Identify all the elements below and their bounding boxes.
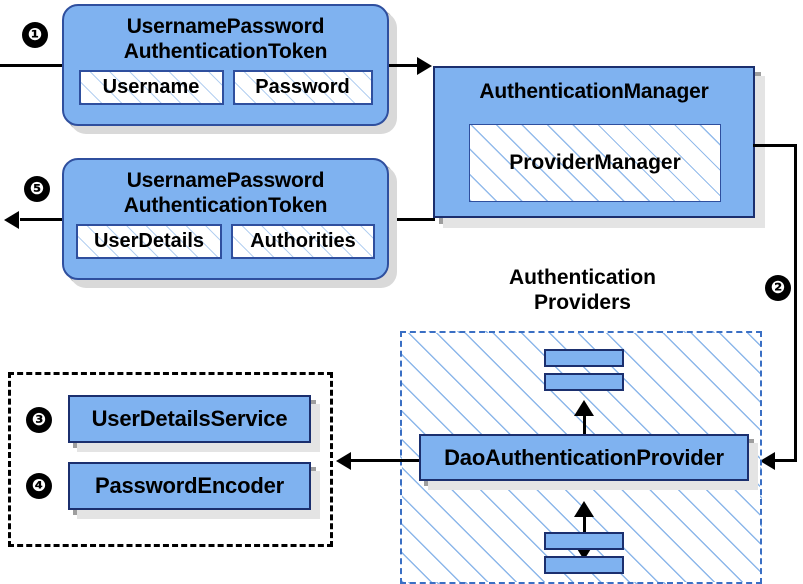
response-out-arrowhead	[4, 211, 19, 229]
field-userdetails: UserDetails	[76, 224, 222, 259]
field-password: Password	[232, 70, 373, 105]
authentication-manager-card: AuthenticationManager ProviderManager	[433, 66, 755, 218]
providers-caption-line1: Authentication	[509, 266, 656, 289]
request-token-title-line2: AuthenticationToken	[123, 40, 328, 63]
request-token-fields: Username Password	[64, 64, 387, 115]
bottom-link-arrowhead-up	[574, 501, 594, 517]
badge-4: ❹	[26, 473, 52, 499]
request-token-title: UsernamePassword AuthenticationToken	[64, 6, 387, 64]
field-username: Username	[78, 70, 224, 105]
user-details-service-card: UserDetailsService	[68, 395, 311, 443]
authentication-manager-title: AuthenticationManager	[479, 80, 709, 103]
badge-5: ❺	[24, 176, 50, 202]
providers-caption-line2: Providers	[534, 291, 631, 314]
username-password-authentication-token-request: UsernamePassword AuthenticationToken Use…	[62, 4, 389, 126]
response-token-title: UsernamePassword AuthenticationToken	[64, 160, 387, 218]
authentication-providers-caption: Authentication Providers	[470, 265, 695, 315]
anonymous-provider-bar-bottom-2	[544, 556, 624, 574]
response-token-title-line1: UsernamePassword	[126, 169, 325, 192]
badge-3: ❸	[26, 407, 52, 433]
top-link-line	[583, 413, 586, 446]
provider-manager-box: ProviderManager	[469, 124, 721, 202]
token-to-manager-arrowhead	[417, 57, 432, 75]
anonymous-provider-bar-top-2	[544, 373, 624, 391]
provider-dependencies-container	[8, 372, 333, 547]
username-password-authentication-token-response: UsernamePassword AuthenticationToken Use…	[62, 158, 389, 280]
anonymous-provider-bar-top-1	[544, 349, 624, 367]
field-authorities: Authorities	[230, 224, 375, 259]
request-token-title-line1: UsernamePassword	[126, 15, 325, 38]
badge-1: ❶	[22, 22, 48, 48]
anonymous-provider-bar-bottom-1	[544, 532, 624, 550]
manager-to-provider-arrowhead	[760, 452, 775, 470]
response-token-fields: UserDetails Authorities	[64, 218, 387, 269]
dao-authentication-provider-card: DaoAuthenticationProvider	[419, 434, 749, 481]
bottom-link-line	[583, 514, 586, 547]
manager-to-provider-line-vertical	[794, 144, 797, 461]
badge-2: ❷	[765, 275, 791, 301]
manager-to-provider-line-bottom	[775, 459, 797, 462]
manager-to-response-token-line	[389, 218, 435, 221]
response-token-title-line2: AuthenticationToken	[123, 194, 328, 217]
token-to-manager-line	[389, 64, 421, 67]
response-out-line	[20, 218, 65, 221]
provider-manager-label: ProviderManager	[509, 151, 681, 174]
top-link-arrowhead-up	[574, 400, 594, 416]
password-encoder-card: PasswordEncoder	[68, 462, 311, 510]
provider-to-dependencies-line	[351, 459, 419, 462]
provider-to-dependencies-arrowhead	[336, 452, 351, 470]
manager-to-provider-line-top	[753, 144, 797, 147]
